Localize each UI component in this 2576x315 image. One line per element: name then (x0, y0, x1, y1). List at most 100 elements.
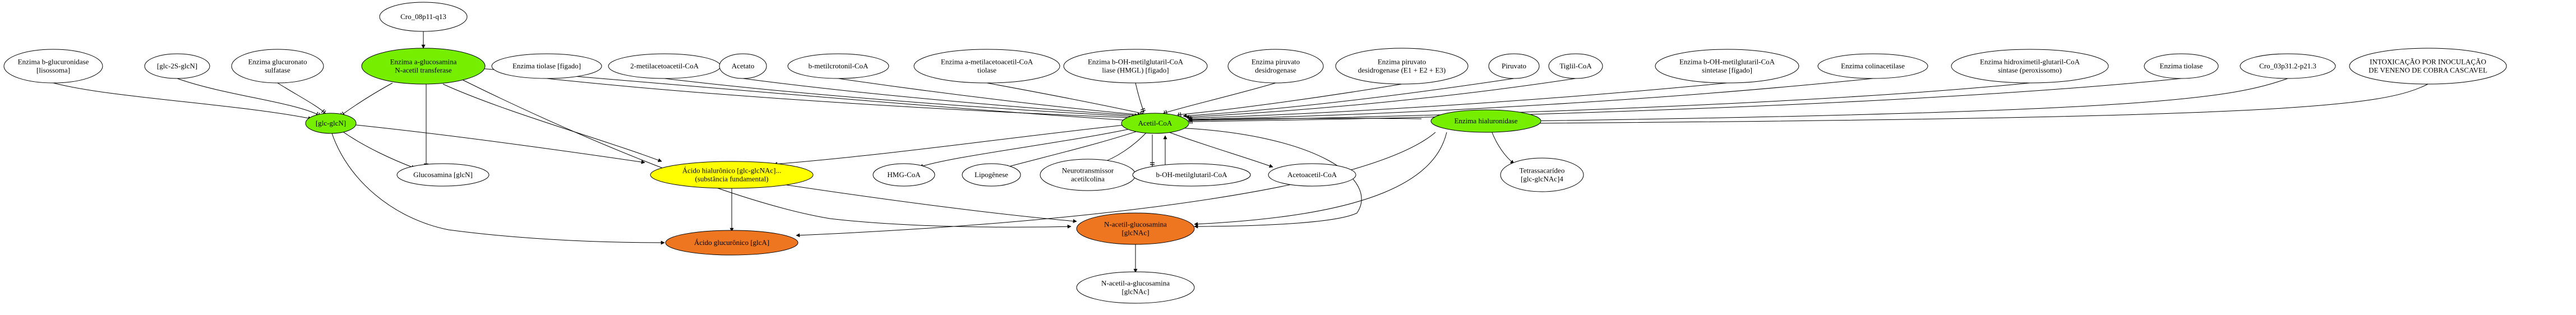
node-piruvato: Piruvato (1488, 53, 1540, 79)
node-label: Ácido hialurônico [glc-glcNAc]... (682, 166, 782, 175)
node-shape (2240, 53, 2336, 79)
edge-piruvatodesid123-to-acetilcoa (1177, 84, 1402, 117)
node-shape (787, 53, 889, 79)
node-label: [glcNAc] (1121, 288, 1149, 296)
node-cro-03p31: Cro_03p31.2-p21.3 (2240, 53, 2336, 79)
node-hmg-coa: HMG-CoA (872, 163, 935, 187)
node-shape (305, 113, 357, 134)
edge-glucuronatosulfatase-to-glcglcn (277, 82, 326, 114)
edge-glcglcn-to-acidohialuronico (350, 124, 645, 164)
node-label: Cro_03p31.2-p21.3 (2259, 62, 2316, 70)
node-lipogenese: Lipogênese (962, 163, 1021, 187)
node-shape (913, 49, 1060, 84)
node-label: Enzima tiolase [fígado] (513, 62, 581, 70)
edge-piruvatodesid-to-acetilcoa (1163, 82, 1276, 115)
node-enz-hmg-sintase-perox: Enzima hidroximetil-glutaril-CoAsintase … (1951, 49, 2109, 84)
edge-acidohialuronico-to-nacetilglucosamina (768, 182, 1077, 223)
node-label: Glucosamina [glcN] (413, 170, 473, 179)
node-shape (962, 163, 1021, 187)
node-label: Acetoacetil-CoA (1287, 170, 1337, 179)
edge-hialuronidase-to-acidoglucuronico (796, 132, 1436, 238)
node-label: Acetato (732, 62, 754, 70)
node-label: Acetil-CoA (1138, 119, 1172, 127)
node-label: HMG-CoA (887, 170, 921, 179)
node-label: Cro_08p11-q13 (400, 12, 446, 21)
edge-acetilcoa-to-acidohialuronico (773, 124, 1130, 166)
edge-glcglcn-to-acidoglucuronico (331, 133, 665, 245)
edge-hialuronidase-to-acetilcoa (1188, 118, 1422, 122)
node-tiglil-coa: Tiglil-CoA (1548, 53, 1603, 79)
node-n-acetil-a-glucosamina: N-acetil-a-glucosamina[glcNAc] (1076, 271, 1195, 304)
node-label: DE VENENO DE COBRA CASCAVEL (2369, 66, 2487, 75)
edge-acetilcoa-to-hmgcoa (919, 127, 1136, 168)
node-shape (1132, 163, 1251, 187)
node-label: N-acetil-glucosamina (1104, 220, 1167, 229)
node-shape (491, 53, 602, 79)
node-shape (1335, 48, 1469, 85)
node-label: N-acetil transferase (395, 66, 452, 75)
edge-acetilcoa-to-acetoacetilcoa (1169, 132, 1273, 168)
node-shape (872, 163, 935, 187)
node-metilacetoacetil-coa: 2-metilacetoacetil-CoA (608, 53, 721, 79)
edge-hmgl-to-acetilcoa (1135, 82, 1146, 113)
node-shape (1076, 212, 1195, 245)
node-shape (144, 53, 210, 79)
node-shape (396, 163, 490, 187)
node-label: b-OH-metilglutaril-CoA (1156, 170, 1227, 179)
node-acetoacetil-coa: Acetoacetil-CoA (1268, 163, 1356, 187)
edge-hialuronidase-to-nacetilglucosamina (1194, 132, 1447, 226)
node-label: Neurotransmissor (1062, 166, 1114, 175)
node-label: [lisossoma] (36, 66, 70, 75)
node-shape (1655, 49, 1799, 84)
node-label: Enzima b-OH-metilglutaril-CoA (1088, 58, 1184, 66)
node-label: sintetase [fígado] (1702, 66, 1752, 75)
node-shape (1951, 49, 2109, 84)
node-label: desidrogenase (E1 + E2 + E3) (1358, 66, 1446, 75)
node-label: INTOXICAÇÃO POR INOCULAÇÃO (2370, 58, 2486, 66)
edge-aglucosamina-to-glcglcn (340, 82, 393, 117)
node-shape (1268, 163, 1356, 187)
node-enz-tiolase-figado: Enzima tiolase [fígado] (491, 53, 602, 79)
node-label: tiolase (977, 66, 996, 75)
node-shape (1227, 49, 1324, 84)
edge-hialuronidase-to-tetrassacarideo (1491, 131, 1515, 164)
node-acido-hialuronico: Ácido hialurônico [glc-glcNAc]...(substâ… (650, 161, 814, 189)
node-label: Enzima piruvato (1252, 58, 1300, 66)
node-n-acetil-glucosamina: N-acetil-glucosamina[glcNAc] (1076, 212, 1195, 245)
edge-acetilcoa-to-neurotransmissor (1098, 132, 1147, 165)
node-shape (2349, 48, 2507, 85)
edge-tiolasefigado-to-acetilcoa (546, 78, 1133, 120)
node-label: sintase (peroxissomo) (1998, 66, 2062, 75)
node-label: [glcNAc] (1121, 229, 1149, 237)
node-glc2s-glcn: [glc-2S-glcN] (144, 53, 210, 79)
edge-aglucosamina-to-nacetilglucosamina (459, 78, 1072, 229)
node-acetato: Acetato (719, 53, 767, 79)
node-shape (361, 48, 486, 85)
node-label: sulfatase (265, 66, 290, 75)
node-label: Enzima hialuronidase (1455, 117, 1518, 125)
node-shape (1121, 113, 1189, 134)
node-label: b-metilcrotonil-CoA (809, 62, 869, 70)
edge-acetato-to-acetilcoa (742, 78, 1139, 118)
node-label: acetilcolina (1071, 175, 1105, 183)
node-bmetilcrotonil-coa: b-metilcrotonil-CoA (787, 53, 889, 79)
node-shape (665, 230, 798, 256)
edge-piruvato-to-acetilcoa (1183, 78, 1515, 118)
node-glucosamina: Glucosamina [glcN] (396, 163, 490, 187)
edge-layer (53, 31, 2429, 273)
edge-bglucuronidase-to-glcglcn (53, 82, 312, 121)
edge-colinacetilase-to-acetilcoa (1188, 78, 1873, 122)
node-label: [glc-2S-glcN] (157, 62, 197, 70)
node-label: 2-metilacetoacetil-CoA (630, 62, 699, 70)
edge-tiglilcoa-to-acetilcoa (1185, 78, 1576, 119)
node-label: Enzima a-glucosamina (390, 58, 457, 66)
node-label: [glc-glcNAc]4 (1521, 175, 1563, 183)
edge-glcglcn-to-glucosamina (341, 131, 416, 169)
node-shape (1063, 49, 1208, 84)
node-shape (1817, 53, 1928, 79)
